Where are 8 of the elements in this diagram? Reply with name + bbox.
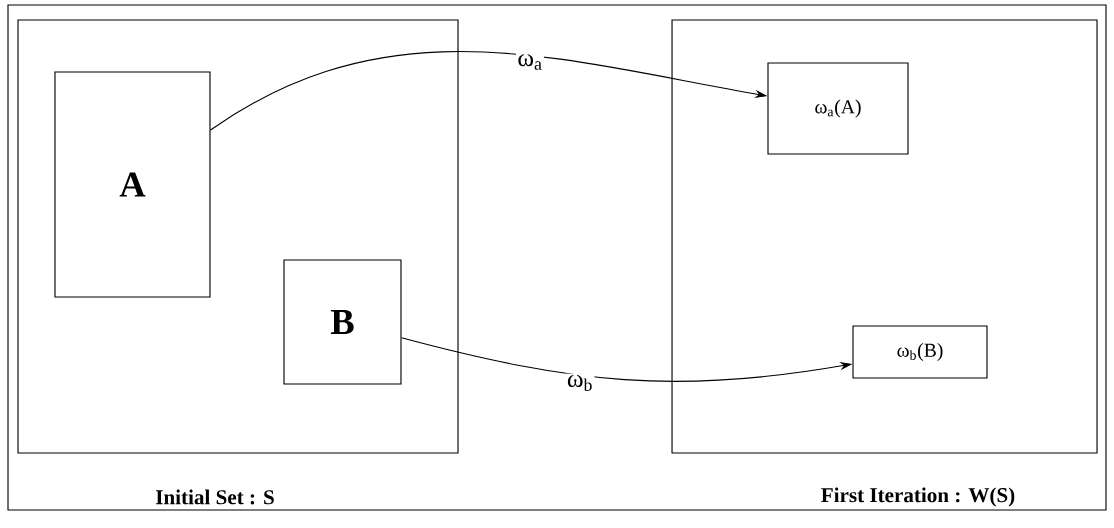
node-label: Initial Set : S xyxy=(155,489,274,505)
region-box: A xyxy=(54,71,211,298)
region-box: ω$_{b}$(B) xyxy=(852,325,988,379)
region-box: B xyxy=(283,259,402,385)
node-label: First Iteration : W(S) xyxy=(821,487,1015,507)
region-box: ω$_{a}$(A) xyxy=(767,62,909,155)
edge-label: ω$_{b}$ xyxy=(567,375,592,391)
edge-label: ω$_{a}$ xyxy=(518,54,542,70)
